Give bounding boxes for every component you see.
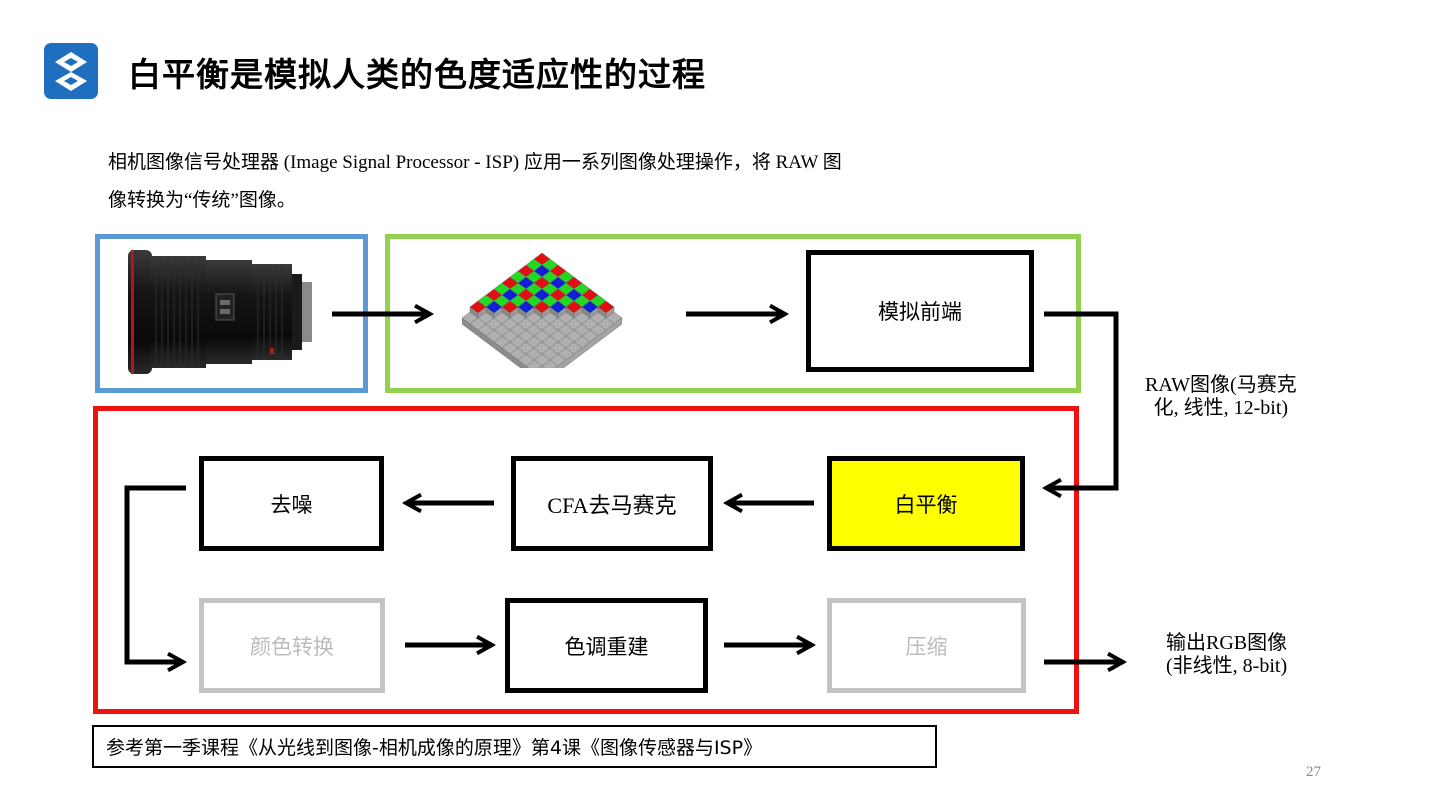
raw-image-label-line-1: RAW图像(马赛克 (1145, 374, 1297, 396)
raw-image-label-line-2: 化, 线性, 12-bit) (1153, 397, 1289, 419)
arrow-denoise-to-colortransform (124, 485, 186, 662)
white-balance-label: 白平衡 (894, 492, 958, 517)
output-image-label: 输出RGB图像 (非线性, 8-bit) (1166, 632, 1287, 678)
brand-logo-icon (44, 43, 98, 99)
description-line-2: 像转换为“传统”图像。 (108, 190, 296, 211)
bayer-sensor-icon (462, 252, 622, 368)
compression-box: 压缩 (827, 598, 1026, 693)
description: 相机图像信号处理器 (Image Signal Processor - ISP)… (108, 144, 1068, 220)
color-transform-box: 颜色转换 (199, 598, 385, 693)
page-title: 白平衡是模拟人类的色度适应性的过程 (128, 55, 706, 94)
white-balance-box: 白平衡 (827, 456, 1025, 551)
color-transform-label: 颜色转换 (250, 634, 334, 659)
tone-reproduction-label: 色调重建 (564, 634, 649, 659)
page-number: 27 (1306, 764, 1321, 780)
tone-reproduction-box: 色调重建 (505, 598, 708, 693)
reference-note: 参考第一季课程《从光线到图像-相机成像的原理》第4课《图像传感器与ISP》 (92, 725, 937, 768)
output-image-label-line-1: 输出RGB图像 (1166, 632, 1288, 654)
description-line-1: 相机图像信号处理器 (Image Signal Processor - ISP)… (108, 152, 842, 173)
denoise-box: 去噪 (199, 456, 384, 551)
analog-front-end-label: 模拟前端 (878, 300, 962, 324)
raw-image-label: RAW图像(马赛克 化, 线性, 12-bit) (1145, 374, 1297, 420)
analog-front-end-box: 模拟前端 (806, 250, 1034, 372)
denoise-label: 去噪 (270, 492, 313, 517)
isp-frame (93, 406, 1079, 714)
arrow-frontend-to-whitebalance (1044, 311, 1119, 488)
cfa-demosaic-label: CFA去马赛克 (547, 492, 677, 518)
output-image-label-line-2: (非线性, 8-bit) (1166, 655, 1288, 677)
camera-lens-icon (128, 250, 312, 374)
cfa-demosaic-box: CFA去马赛克 (511, 456, 713, 551)
compression-label: 压缩 (905, 634, 948, 659)
